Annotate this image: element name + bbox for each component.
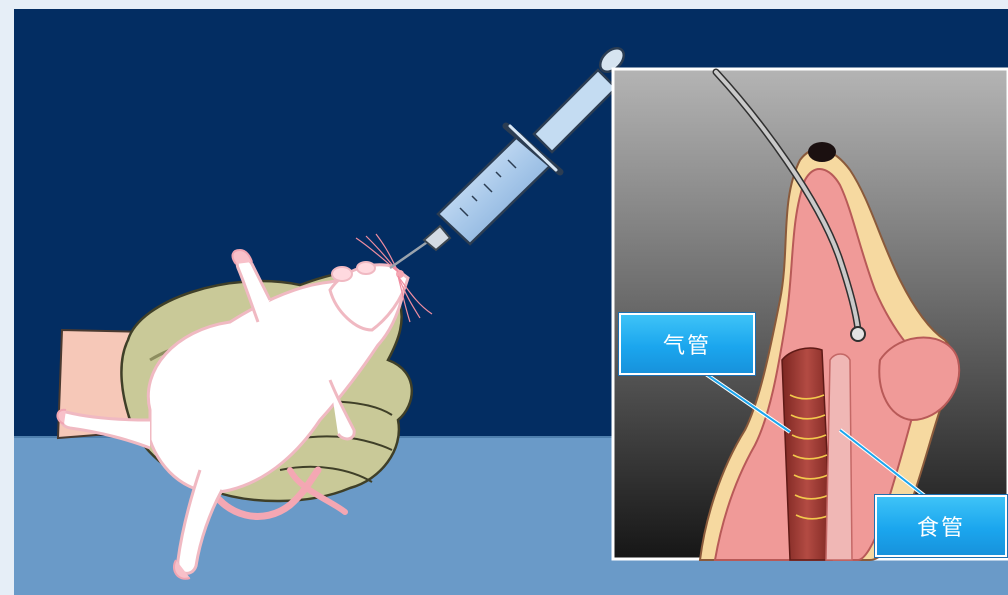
esophagus	[826, 354, 852, 560]
gavage-tube-ball	[851, 327, 865, 341]
esophagus-label-text: 食管	[917, 510, 965, 542]
nostril	[808, 142, 836, 162]
esophagus-label: 食管	[875, 495, 1007, 557]
trachea-label-text: 气管	[663, 328, 711, 360]
trachea-label: 气管	[619, 313, 755, 375]
